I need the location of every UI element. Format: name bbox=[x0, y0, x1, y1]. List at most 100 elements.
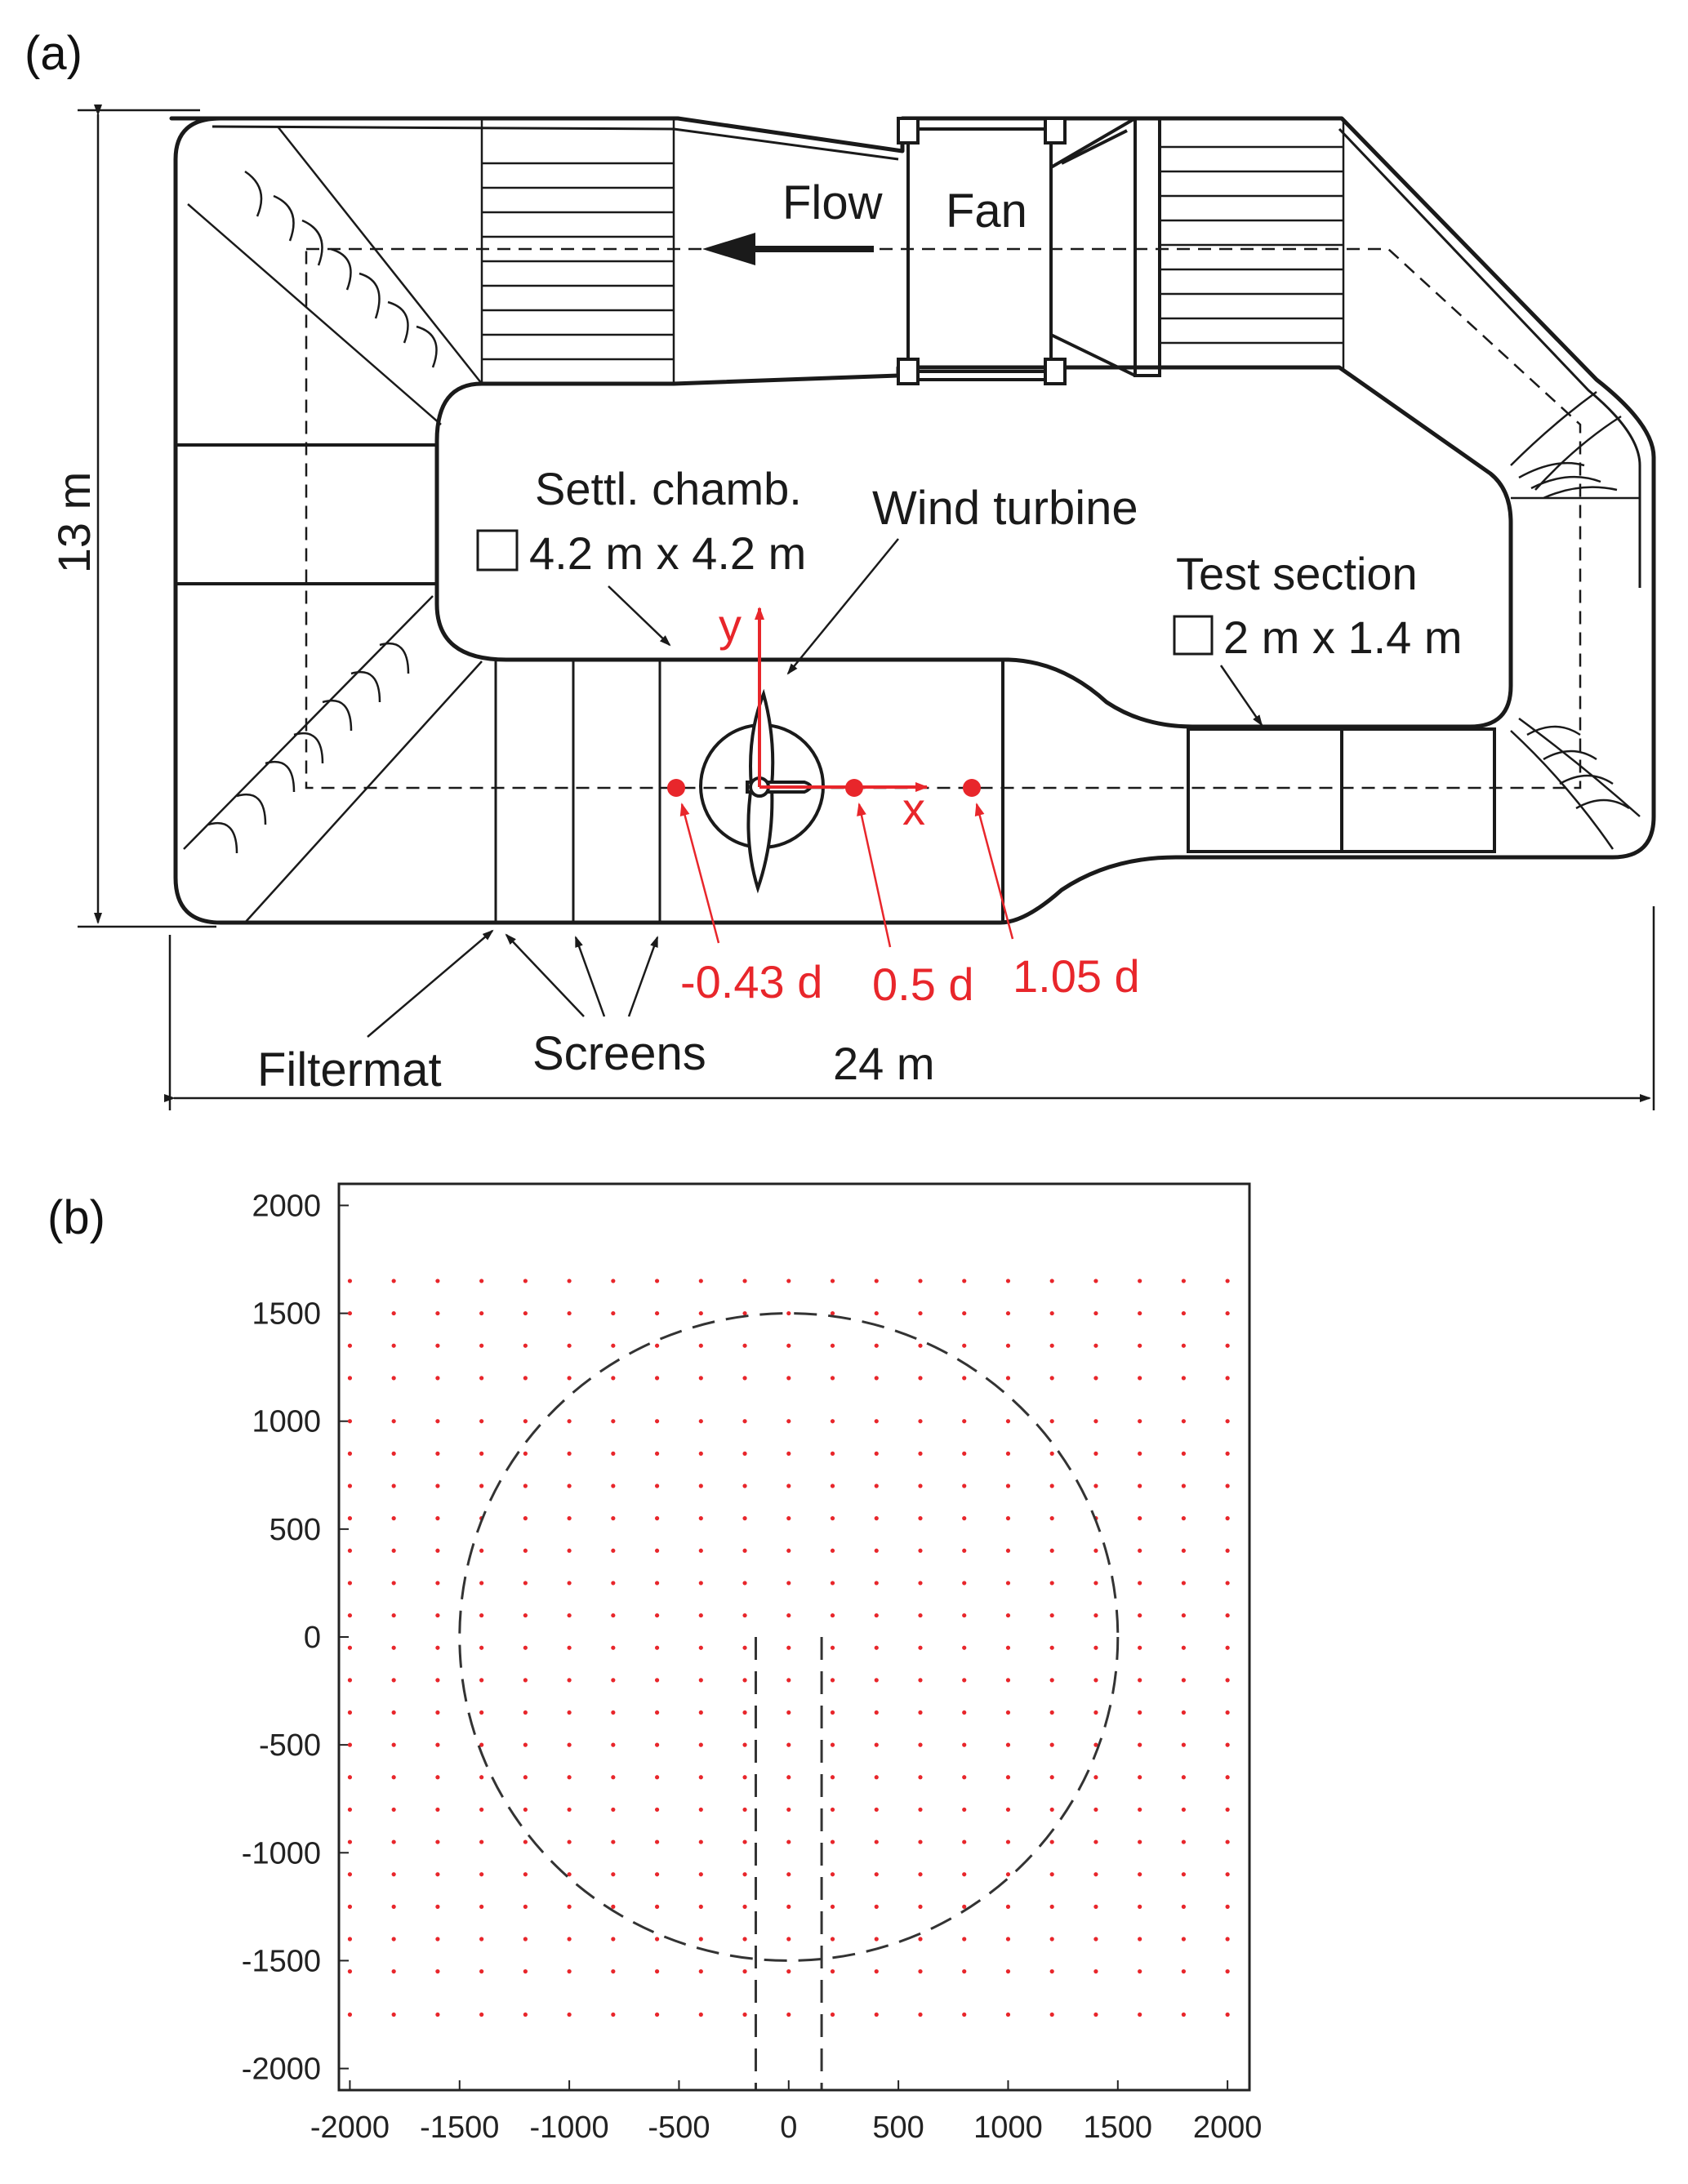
rotor-outline bbox=[458, 1312, 1120, 2090]
measurement-point bbox=[874, 1548, 879, 1553]
measurement-point bbox=[1049, 1775, 1054, 1780]
measurement-point bbox=[786, 1548, 791, 1553]
measurement-point bbox=[654, 1969, 660, 1974]
test-section-size: 2 m x 1.4 m bbox=[1223, 612, 1463, 663]
measurement-point bbox=[1093, 1839, 1098, 1844]
measurement-point bbox=[567, 1807, 572, 1813]
measurement-point bbox=[435, 1742, 440, 1747]
measurement-point bbox=[611, 1839, 616, 1844]
measurement-point bbox=[611, 1419, 616, 1424]
x-tick-label: -2000 bbox=[310, 2111, 390, 2145]
measurement-point bbox=[1225, 1310, 1230, 1316]
measurement-point bbox=[523, 1678, 528, 1683]
measurement-point bbox=[391, 1645, 396, 1650]
measurement-point bbox=[479, 1904, 484, 1909]
measurement-point bbox=[347, 1419, 353, 1424]
measurement-point bbox=[962, 1419, 967, 1424]
measurement-point bbox=[962, 1451, 967, 1456]
measurement-point bbox=[1049, 1581, 1054, 1586]
measurement-point bbox=[830, 1645, 835, 1650]
measurement-point bbox=[918, 1904, 923, 1909]
measurement-point bbox=[1181, 1678, 1186, 1683]
measurement-point bbox=[1225, 2012, 1230, 2017]
measurement-point bbox=[1181, 1548, 1186, 1553]
measurement-point bbox=[1225, 1483, 1230, 1488]
measurement-point bbox=[874, 1310, 879, 1316]
measurement-point bbox=[479, 1451, 484, 1456]
measurement-point bbox=[479, 1279, 484, 1283]
measurement-point bbox=[567, 1310, 572, 1316]
measurement-point bbox=[786, 1310, 791, 1316]
measurement-point bbox=[874, 1451, 879, 1456]
measurement-point bbox=[742, 1775, 747, 1780]
measurement-point bbox=[698, 1678, 703, 1683]
measurement-point bbox=[479, 1807, 484, 1813]
measurement-point bbox=[918, 1807, 923, 1813]
measurement-point bbox=[962, 1548, 967, 1553]
turning-vanes bbox=[183, 126, 1641, 923]
measurement-point bbox=[874, 1483, 879, 1488]
measurement-point bbox=[391, 1937, 396, 1942]
screens-leaders bbox=[367, 929, 659, 1038]
measurement-point bbox=[654, 1451, 660, 1456]
measurement-point bbox=[1049, 1742, 1054, 1747]
measurement-point bbox=[523, 1937, 528, 1942]
measurement-point bbox=[391, 1451, 396, 1456]
y-tick-label: -2000 bbox=[242, 2053, 321, 2087]
y-tick-label: 0 bbox=[304, 1621, 321, 1655]
wind-turbine-label: Wind turbine bbox=[872, 482, 1138, 535]
measurement-point bbox=[435, 1548, 440, 1553]
measurement-point bbox=[962, 1343, 967, 1348]
measurement-point bbox=[918, 1937, 923, 1942]
measurement-point bbox=[918, 1419, 923, 1424]
measurement-point bbox=[874, 1645, 879, 1650]
measurement-point bbox=[1093, 1451, 1098, 1456]
measurement-point bbox=[742, 1581, 747, 1586]
measurement-point bbox=[786, 1376, 791, 1381]
x-tick-label: 1000 bbox=[973, 2111, 1043, 2145]
measurement-point bbox=[698, 2012, 703, 2017]
measurement-point bbox=[786, 1742, 791, 1747]
measurement-point bbox=[742, 1612, 747, 1618]
measurement-point bbox=[435, 1969, 440, 1974]
measurement-point bbox=[567, 1645, 572, 1650]
measurement-point bbox=[1049, 1451, 1054, 1456]
test-section-leader bbox=[1219, 665, 1263, 727]
measurement-point bbox=[1225, 1775, 1230, 1780]
measurement-point bbox=[391, 1742, 396, 1747]
measurement-point bbox=[1138, 1376, 1142, 1381]
measurement-point bbox=[479, 1775, 484, 1780]
measurement-point bbox=[435, 1343, 440, 1348]
measurement-point bbox=[1138, 1710, 1142, 1715]
upper-right-straightener bbox=[1158, 118, 1345, 376]
measurement-point bbox=[654, 1612, 660, 1618]
measurement-point bbox=[611, 1279, 616, 1283]
measurement-point bbox=[435, 1872, 440, 1877]
measurement-point bbox=[830, 1904, 835, 1909]
measurement-point bbox=[611, 1710, 616, 1715]
y-tick-label: -500 bbox=[259, 1728, 321, 1763]
measurement-point bbox=[1049, 1548, 1054, 1553]
measurement-point bbox=[1049, 1343, 1054, 1348]
y-tick-label: -1000 bbox=[242, 1836, 321, 1870]
flow-arrow bbox=[702, 233, 874, 265]
measurement-point bbox=[830, 1678, 835, 1683]
measurement-point bbox=[391, 1516, 396, 1521]
position-label-1: -0.43 d bbox=[680, 956, 822, 1007]
measurement-point bbox=[347, 1343, 353, 1348]
measurement-point bbox=[611, 1376, 616, 1381]
y-tick-label: 500 bbox=[269, 1513, 321, 1547]
measurement-point bbox=[1093, 1904, 1098, 1909]
measurement-point bbox=[479, 1343, 484, 1348]
measurement-point bbox=[962, 1376, 967, 1381]
measurement-point bbox=[523, 1839, 528, 1844]
measurement-point bbox=[1138, 1310, 1142, 1316]
measurement-point bbox=[391, 1969, 396, 1974]
measurement-point bbox=[1093, 1581, 1098, 1586]
measurement-point bbox=[830, 1451, 835, 1456]
measurement-point bbox=[1093, 1742, 1098, 1747]
measurement-point bbox=[1005, 1710, 1011, 1715]
measurement-point bbox=[479, 1678, 484, 1683]
measurement-point bbox=[1225, 1937, 1230, 1942]
